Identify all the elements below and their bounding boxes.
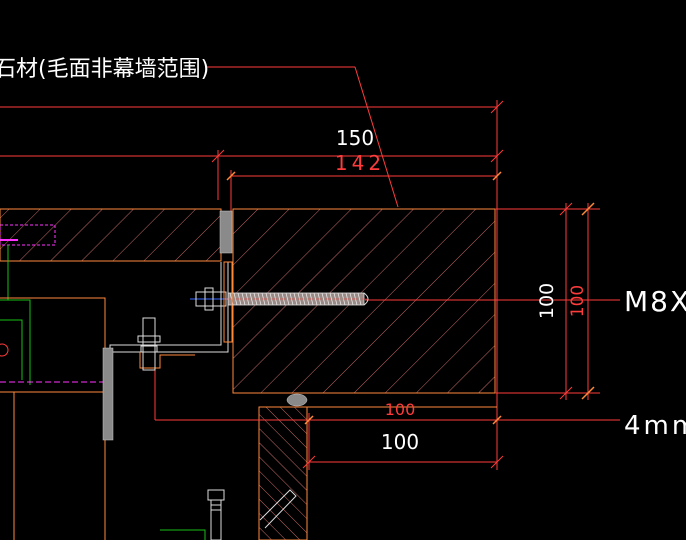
top-dimension-lines (0, 100, 504, 470)
bolt-thread (277, 292, 282, 306)
gap-leader (154, 370, 620, 421)
bolt-thread (293, 292, 298, 306)
bolt-thread (285, 292, 290, 306)
bolt-label: M8X (624, 285, 686, 318)
dim-right-outer: 100 (536, 283, 558, 319)
anchor-bolt (190, 287, 370, 311)
bolt-thread (249, 292, 254, 306)
bottom-dimension-lines (302, 413, 504, 470)
bolt-thread (313, 292, 318, 306)
dim-top-overall: 150 (336, 126, 374, 150)
sealant-joints (219, 210, 308, 407)
dim-top-inner: 142 (335, 151, 385, 175)
bolt-thread (349, 292, 354, 306)
dim-right-inner: 100 (568, 285, 588, 317)
dim-bottom-inner: 100 (385, 400, 416, 419)
bolt-thread (241, 292, 246, 306)
stone-note-label: 石材(毛面非幕墙范围) (0, 57, 209, 82)
bolt-thread (357, 292, 362, 306)
bolt-thread (321, 292, 326, 306)
lower-support (258, 406, 497, 540)
dim-bottom-outer: 100 (381, 430, 419, 454)
annotation-leader (205, 66, 399, 208)
left-framing (0, 224, 114, 540)
bottom-fastener (160, 489, 297, 540)
steel-bracket (109, 261, 233, 371)
right-dimension-lines (495, 202, 600, 400)
bolt-thread (257, 292, 262, 306)
bolt-thread (329, 292, 334, 306)
gap-label: 4mm (624, 411, 686, 441)
